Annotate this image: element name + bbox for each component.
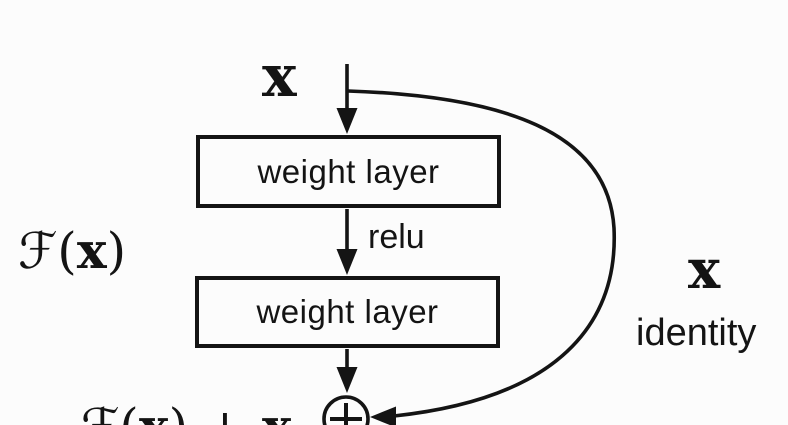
output-mid: ) + — [169, 398, 262, 425]
weight-layer-2-label: weight layer — [256, 293, 439, 330]
residual-function-label: ℱ(x) — [18, 226, 126, 277]
residual-fn-var: x — [76, 221, 107, 280]
relu-arrowhead-icon — [336, 249, 358, 275]
input-x-label: x — [262, 42, 297, 110]
residual-fn-script-f: ℱ( — [18, 222, 77, 280]
residual-fn-close: ) — [106, 222, 127, 280]
output-label: ℱ(x) + x — [80, 402, 292, 425]
skip-connection-arrowhead-icon — [370, 406, 396, 425]
identity-label: identity — [636, 312, 757, 354]
output-script-f: ℱ( — [80, 398, 139, 425]
weight-layer-2-box: weight layer — [195, 276, 500, 348]
output-var: x — [139, 397, 169, 425]
relu-label: relu — [368, 218, 425, 256]
input-arrowhead-icon — [336, 108, 358, 134]
output-arrowhead-icon — [336, 367, 358, 393]
skip-x-label: x — [688, 237, 721, 301]
skip-connection-curve — [347, 89, 617, 418]
weight-layer-1-box: weight layer — [196, 135, 501, 208]
weight-layer-1-label: weight layer — [257, 152, 440, 190]
output-var2: x — [262, 397, 292, 425]
